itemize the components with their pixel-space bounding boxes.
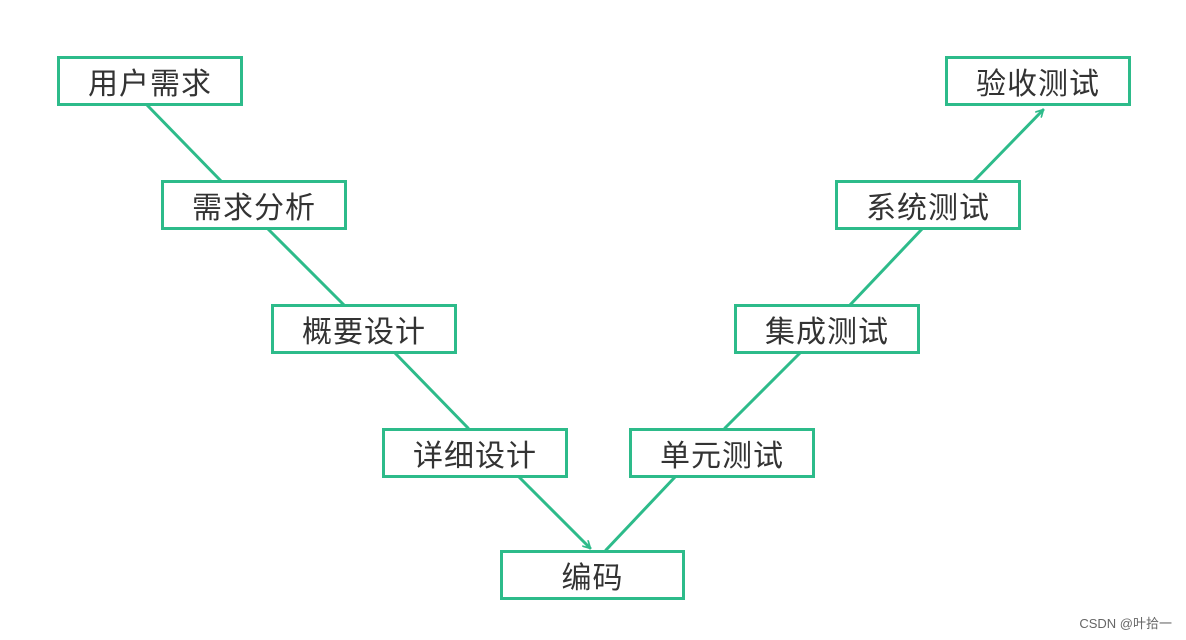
arrow-detailed-design-to-coding: [517, 475, 592, 550]
watermark-text: CSDN @叶拾一: [1079, 616, 1172, 631]
node-coding: 编码: [500, 550, 685, 600]
connector-req-analysis-to-hl-design: [266, 227, 346, 307]
arrow-system-testing-to-acceptance-testing: [972, 108, 1045, 183]
connector-user-req-to-req-analysis: [145, 103, 223, 183]
node-user-requirements: 用户需求: [57, 56, 243, 106]
node-requirements-analysis: 需求分析: [161, 180, 347, 230]
node-unit-testing: 单元测试: [629, 428, 815, 478]
connector-unit-testing-to-integration-testing: [723, 351, 802, 430]
node-high-level-design: 概要设计: [271, 304, 457, 354]
node-integration-testing: 集成测试: [734, 304, 920, 354]
node-acceptance-testing: 验收测试: [945, 56, 1131, 106]
connector-integration-testing-to-system-testing: [848, 227, 924, 307]
node-system-testing: 系统测试: [835, 180, 1021, 230]
connector-hl-design-to-detailed-design: [393, 351, 470, 430]
connector-coding-to-unit-testing: [604, 475, 677, 552]
node-detailed-design: 详细设计: [382, 428, 568, 478]
